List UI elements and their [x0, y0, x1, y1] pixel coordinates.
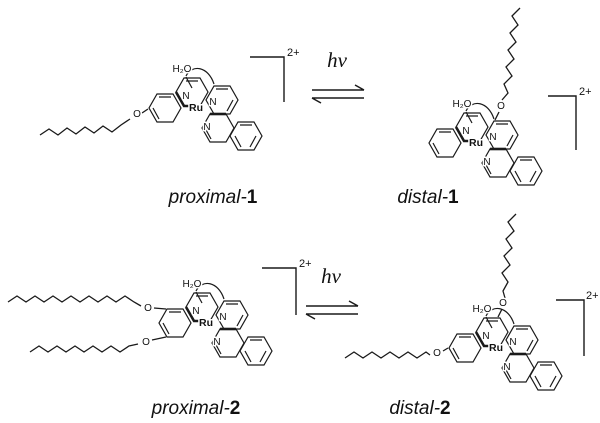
charge-bracket [262, 267, 297, 315]
charge-bracket [556, 299, 585, 356]
caption-number: 2 [440, 398, 451, 419]
caption-prefix: proximal- [168, 187, 247, 208]
nitrogen-label: N [213, 337, 220, 348]
hv-label: hν [321, 264, 342, 288]
ruthenium-label: Ru [199, 317, 213, 329]
ruthenium-label: Ru [489, 342, 503, 354]
structure-distal-1: O H₂O Ru N N N 2+ [427, 7, 592, 187]
aqua-ligand-label: H₂O [473, 304, 492, 315]
ring-system [147, 67, 264, 152]
caption-prefix: distal- [389, 398, 440, 419]
caption-distal-1: distal-1 [397, 187, 459, 208]
caption-number: 1 [247, 187, 258, 208]
alkyl-chain [29, 343, 139, 353]
ether-bond [494, 111, 500, 121]
alkyl-chain [501, 213, 517, 299]
charge-label: 2+ [579, 86, 592, 98]
alkyl-chain [344, 351, 431, 359]
alkyl-chain [39, 118, 131, 136]
ether-bond [151, 336, 167, 341]
hv-label: hν [327, 48, 348, 72]
caption-prefix: proximal- [151, 398, 230, 419]
ruthenium-label: Ru [469, 137, 483, 149]
ether-bond [497, 308, 503, 318]
alkyl-chain [501, 7, 521, 101]
equilibrium-arrows-icon [311, 84, 365, 104]
ether-bond [141, 108, 149, 114]
charge-bracket [548, 95, 577, 150]
ring-system [427, 102, 544, 187]
aqua-ligand-label: H₂O [173, 64, 192, 75]
nitrogen-label: N [489, 132, 496, 143]
charge-label: 2+ [586, 290, 599, 302]
charge-bracket [250, 56, 285, 102]
nitrogen-label: N [219, 312, 226, 323]
structure-distal-2: O O H₂O Ru N N N 2+ [344, 213, 599, 392]
ring-system [447, 307, 564, 392]
ether-bond [153, 307, 167, 310]
aqua-ligand-label: H₂O [183, 279, 202, 290]
nitrogen-label: N [483, 157, 490, 168]
charge-label: 2+ [287, 47, 300, 59]
nitrogen-label: N [503, 362, 510, 373]
nitrogen-label: N [182, 91, 189, 102]
nitrogen-label: N [482, 331, 489, 342]
nitrogen-label: N [462, 126, 469, 137]
structure-proximal-1: O H₂O Ru N N N 2+ [39, 47, 300, 152]
structure-proximal-2: O O H₂O Ru N N N 2+ [7, 258, 312, 367]
aqua-ligand-label: H₂O [453, 99, 472, 110]
caption-proximal-1: proximal-1 [168, 187, 258, 208]
alkoxy-oxygen-label: O [142, 337, 150, 348]
caption-proximal-2: proximal-2 [151, 398, 241, 419]
alkyl-chain [7, 295, 142, 307]
equilibrium-arrows-icon [305, 300, 359, 320]
nitrogen-label: N [192, 306, 199, 317]
alkoxy-oxygen-label: O [433, 348, 441, 359]
equilibrium-bottom: hν [305, 264, 359, 320]
ether-bond [442, 347, 449, 352]
captions: proximal-1 distal-1 proximal-2 distal-2 [151, 187, 459, 419]
charge-label: 2+ [299, 258, 312, 270]
caption-number: 2 [230, 398, 241, 419]
caption-distal-2: distal-2 [389, 398, 450, 419]
equilibrium-top: hν [311, 48, 365, 104]
alkoxy-oxygen-label: O [144, 303, 152, 314]
nitrogen-label: N [509, 337, 516, 348]
alkoxy-oxygen-label: O [133, 109, 141, 120]
caption-prefix: distal- [397, 187, 448, 208]
nitrogen-label: N [209, 97, 216, 108]
caption-number: 1 [448, 187, 459, 208]
alkoxy-oxygen-label: O [497, 101, 505, 112]
alkoxy-oxygen-label: O [499, 298, 507, 309]
ruthenium-label: Ru [189, 102, 203, 114]
nitrogen-label: N [203, 122, 210, 133]
ring-system [157, 282, 274, 367]
